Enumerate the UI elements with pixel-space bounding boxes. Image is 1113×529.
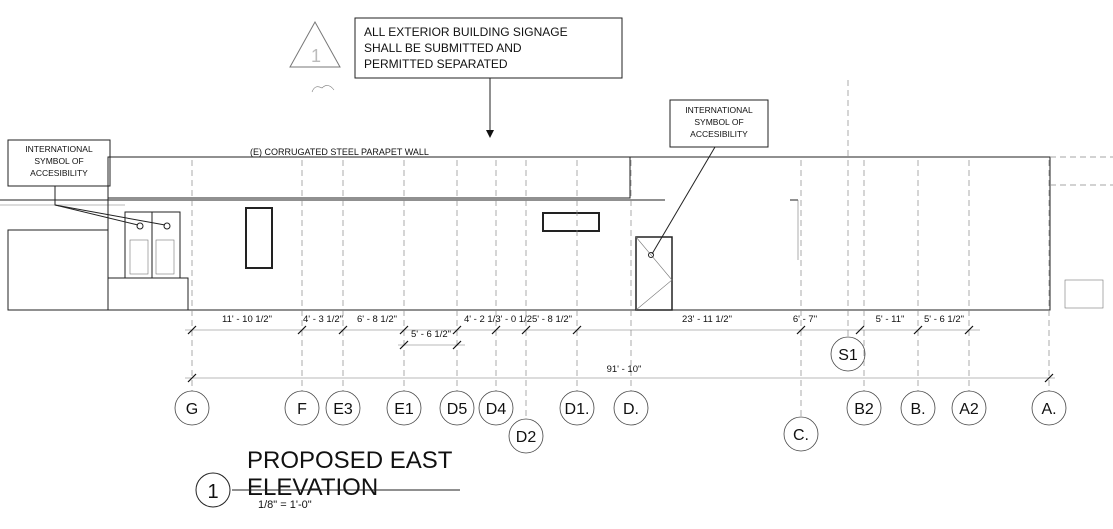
svg-text:ACCESIBILITY: ACCESIBILITY	[690, 129, 748, 139]
svg-text:SYMBOL OF: SYMBOL OF	[694, 117, 743, 127]
dimension-label: 6' - 8 1/2"	[357, 314, 397, 325]
svg-text:ACCESIBILITY: ACCESIBILITY	[30, 168, 88, 178]
dimension-label: 23' - 11 1/2"	[682, 314, 732, 325]
grid-bubble: S1	[830, 336, 866, 372]
accessibility-callout-right	[669, 99, 769, 148]
svg-text:G: G	[186, 401, 198, 418]
grid-bubble: D4	[478, 390, 514, 426]
dimension-label: 4' - 2 1/3' - 0 1/25' - 8 1/2"	[464, 314, 572, 325]
grid-bubble: B2	[846, 390, 882, 426]
svg-text:D2: D2	[516, 429, 537, 446]
dimension-label: 4' - 3 1/2"	[303, 314, 343, 325]
revision-cloud-icon	[311, 85, 335, 93]
svg-text:1: 1	[207, 481, 218, 503]
dimension-label: 5' - 6 1/2"	[924, 314, 964, 325]
drawing-scale: 1/8" = 1'-0"	[258, 499, 312, 511]
svg-text:ALL EXTERIOR BUILDING SIGNAGE: ALL EXTERIOR BUILDING SIGNAGE	[364, 25, 568, 39]
svg-text:F: F	[297, 401, 307, 418]
window	[542, 212, 600, 232]
grid-bubble: A2	[951, 390, 987, 426]
svg-text:A.: A.	[1041, 401, 1056, 418]
svg-text:INTERNATIONAL: INTERNATIONAL	[25, 144, 93, 154]
dimension-label: 5' - 11"	[876, 314, 905, 325]
svg-text:A2: A2	[959, 401, 979, 418]
grid-bubble: E3	[325, 390, 361, 426]
arrow-icon	[486, 130, 494, 138]
svg-text:D4: D4	[486, 401, 507, 418]
grid-bubble: B.	[900, 390, 936, 426]
grid-bubble: D1.	[559, 390, 595, 426]
svg-text:D5: D5	[447, 401, 468, 418]
grid-bubble: D2	[508, 418, 544, 454]
drawing-title: PROPOSED EAST	[247, 447, 453, 474]
dimension-label: 11' - 10 1/2"	[222, 314, 272, 325]
grid-bubble: D5	[439, 390, 475, 426]
dimension-label: 5' - 6 1/2"	[411, 329, 451, 340]
svg-text:B.: B.	[910, 401, 925, 418]
svg-text:E1: E1	[394, 401, 414, 418]
grid-bubble: G	[174, 390, 210, 426]
accessibility-callout-left	[7, 139, 111, 187]
svg-text:E3: E3	[333, 401, 353, 418]
drawing-number-bubble	[195, 472, 231, 508]
parapet-wall	[107, 156, 631, 199]
dimension-label: 91' - 10"	[607, 364, 642, 375]
grid-bubble: A.	[1031, 390, 1067, 426]
dimension-label: 6' - 7"	[793, 314, 817, 325]
svg-text:S1: S1	[838, 347, 858, 364]
window	[245, 207, 273, 269]
signage-note-box	[354, 17, 623, 79]
svg-text:(E) CORRUGATED STEEL PARAPET W: (E) CORRUGATED STEEL PARAPET WALL	[250, 147, 429, 157]
low-site-wall	[7, 229, 109, 311]
grid-bubble: D.	[613, 390, 649, 426]
drawing-title-line2: ELEVATION	[247, 474, 378, 501]
grid-bubble: E1	[386, 390, 422, 426]
svg-text:1: 1	[311, 46, 321, 66]
svg-text:SYMBOL OF: SYMBOL OF	[34, 156, 83, 166]
revision-triangle-icon	[289, 20, 341, 68]
svg-text:B2: B2	[854, 401, 874, 418]
accessibility-symbol-icon	[136, 222, 144, 230]
side-door	[635, 236, 673, 311]
svg-text:SHALL BE SUBMITTED AND: SHALL BE SUBMITTED AND	[364, 41, 522, 55]
grid-bubble: F	[284, 390, 320, 426]
svg-text:D.: D.	[623, 401, 639, 418]
svg-text:PERMITTED SEPARATED: PERMITTED SEPARATED	[364, 57, 508, 71]
grid-bubble: C.	[783, 416, 819, 452]
svg-text:D1.: D1.	[565, 401, 590, 418]
svg-text:C.: C.	[793, 427, 809, 444]
svg-text:INTERNATIONAL: INTERNATIONAL	[685, 105, 753, 115]
